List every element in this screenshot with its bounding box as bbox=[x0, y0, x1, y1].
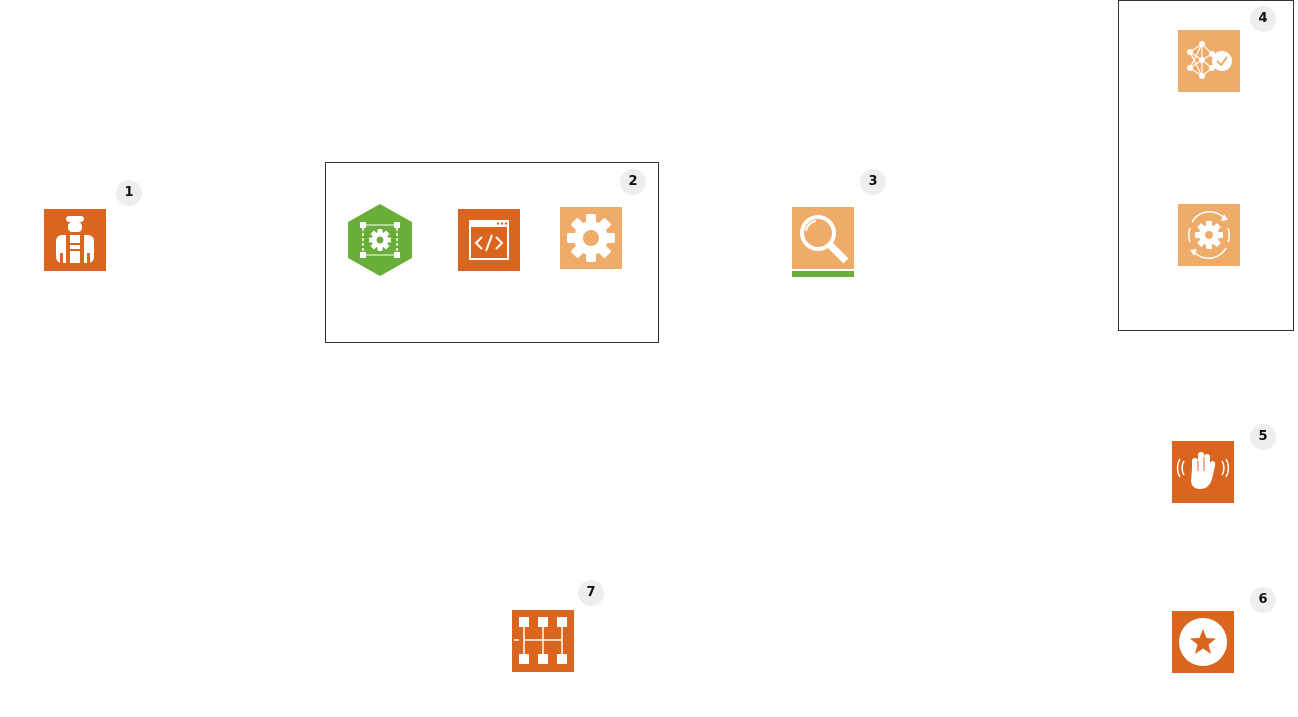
badge-4: 4 bbox=[1250, 6, 1276, 32]
badge-1: 1 bbox=[116, 180, 142, 206]
gear-hexagon-icon[interactable] bbox=[348, 204, 412, 276]
gear-cycle-icon[interactable] bbox=[1178, 204, 1240, 266]
badge-3: 3 bbox=[860, 169, 886, 195]
waving-hand-icon[interactable] bbox=[1172, 441, 1234, 503]
worker-icon[interactable] bbox=[44, 209, 106, 271]
star-badge-icon[interactable] bbox=[1172, 611, 1234, 673]
neural-network-check-icon[interactable] bbox=[1178, 30, 1240, 92]
magnifier-icon[interactable] bbox=[792, 207, 854, 277]
group-4-box bbox=[1118, 0, 1294, 331]
badge-5: 5 bbox=[1250, 424, 1276, 450]
group-2-box bbox=[325, 162, 659, 343]
badge-7: 7 bbox=[578, 580, 604, 606]
grid-flow-icon[interactable] bbox=[512, 610, 574, 672]
code-window-icon[interactable] bbox=[458, 209, 520, 271]
badge-6: 6 bbox=[1250, 587, 1276, 613]
gear-icon[interactable] bbox=[560, 207, 622, 269]
badge-2: 2 bbox=[620, 169, 646, 195]
